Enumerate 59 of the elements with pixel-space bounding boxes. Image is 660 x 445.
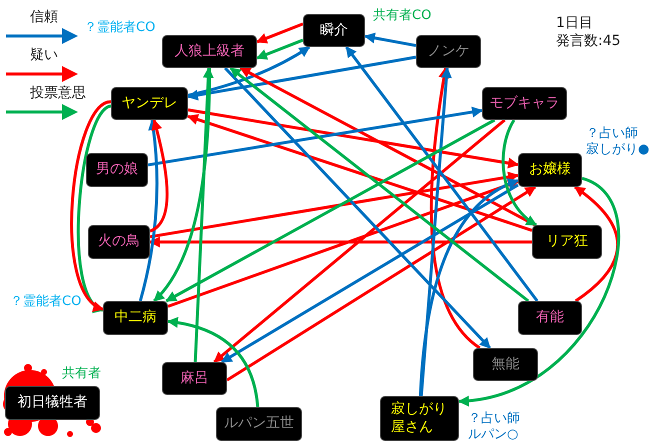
annotation-text: 共有者CO [373, 8, 432, 24]
character-box: 瞬介 [303, 14, 365, 47]
arrow [153, 68, 212, 302]
arrow [220, 184, 519, 364]
legend-label: 投票意思 [30, 84, 86, 102]
arrow [149, 118, 169, 233]
arrow [148, 236, 532, 248]
character-box: 男の娘 [86, 153, 148, 187]
arrow [458, 177, 620, 406]
info-text: 発言数:45 [556, 32, 621, 50]
arrow [213, 118, 506, 364]
arrow [166, 317, 260, 408]
arrow [76, 104, 112, 312]
character-box: お嬢様 [518, 153, 582, 187]
arrow [345, 46, 538, 302]
character-box: ルパン五世 [216, 407, 302, 441]
arrow [148, 106, 484, 166]
arrow [430, 66, 481, 350]
annotation-text: 共有者 [62, 366, 102, 382]
annotation-text: ？占い師ルパン○ [468, 411, 521, 444]
arrow [150, 172, 520, 238]
arrow [418, 179, 520, 396]
arrow [186, 114, 532, 232]
arrow [70, 100, 112, 311]
character-box: リア狂 [532, 225, 602, 259]
arrow [574, 186, 620, 302]
annotation-text: ？霊能者CO [10, 294, 82, 310]
arrow [240, 66, 536, 226]
arrow [364, 32, 416, 48]
arrow [194, 66, 214, 362]
character-box: 寂しがり屋さん [380, 396, 459, 441]
character-box: 麻呂 [162, 362, 227, 395]
character-box: 人狼上級者 [162, 35, 257, 68]
character-box: ノンケ [416, 35, 481, 68]
character-box: 中二病 [103, 301, 168, 335]
arrow [165, 118, 496, 302]
arrow [186, 56, 416, 101]
arrow [420, 66, 452, 396]
arrow [230, 66, 530, 302]
character-box: モブキャラ [482, 87, 567, 120]
annotation-text: ？占い師寂しがり● [586, 126, 650, 158]
arrow [188, 108, 520, 168]
character-box: 無能 [473, 348, 538, 381]
arrow [188, 46, 310, 97]
character-box: ヤンデレ [111, 87, 188, 120]
arrow [226, 186, 536, 382]
arrow [256, 22, 304, 44]
arrow [168, 180, 520, 308]
arrow [224, 66, 491, 350]
legend-label: 信頼 [30, 8, 58, 26]
annotation-text: ？霊能者CO [84, 20, 156, 36]
character-box: 火の鳥 [88, 225, 150, 259]
arrow [256, 38, 304, 60]
arrow [502, 119, 538, 226]
character-box: 有能 [518, 301, 582, 335]
character-box: 初日犠牲者 [5, 386, 100, 420]
legend-label: 疑い [30, 46, 58, 64]
arrow [138, 118, 159, 302]
info-text: 1日目 [556, 14, 593, 32]
